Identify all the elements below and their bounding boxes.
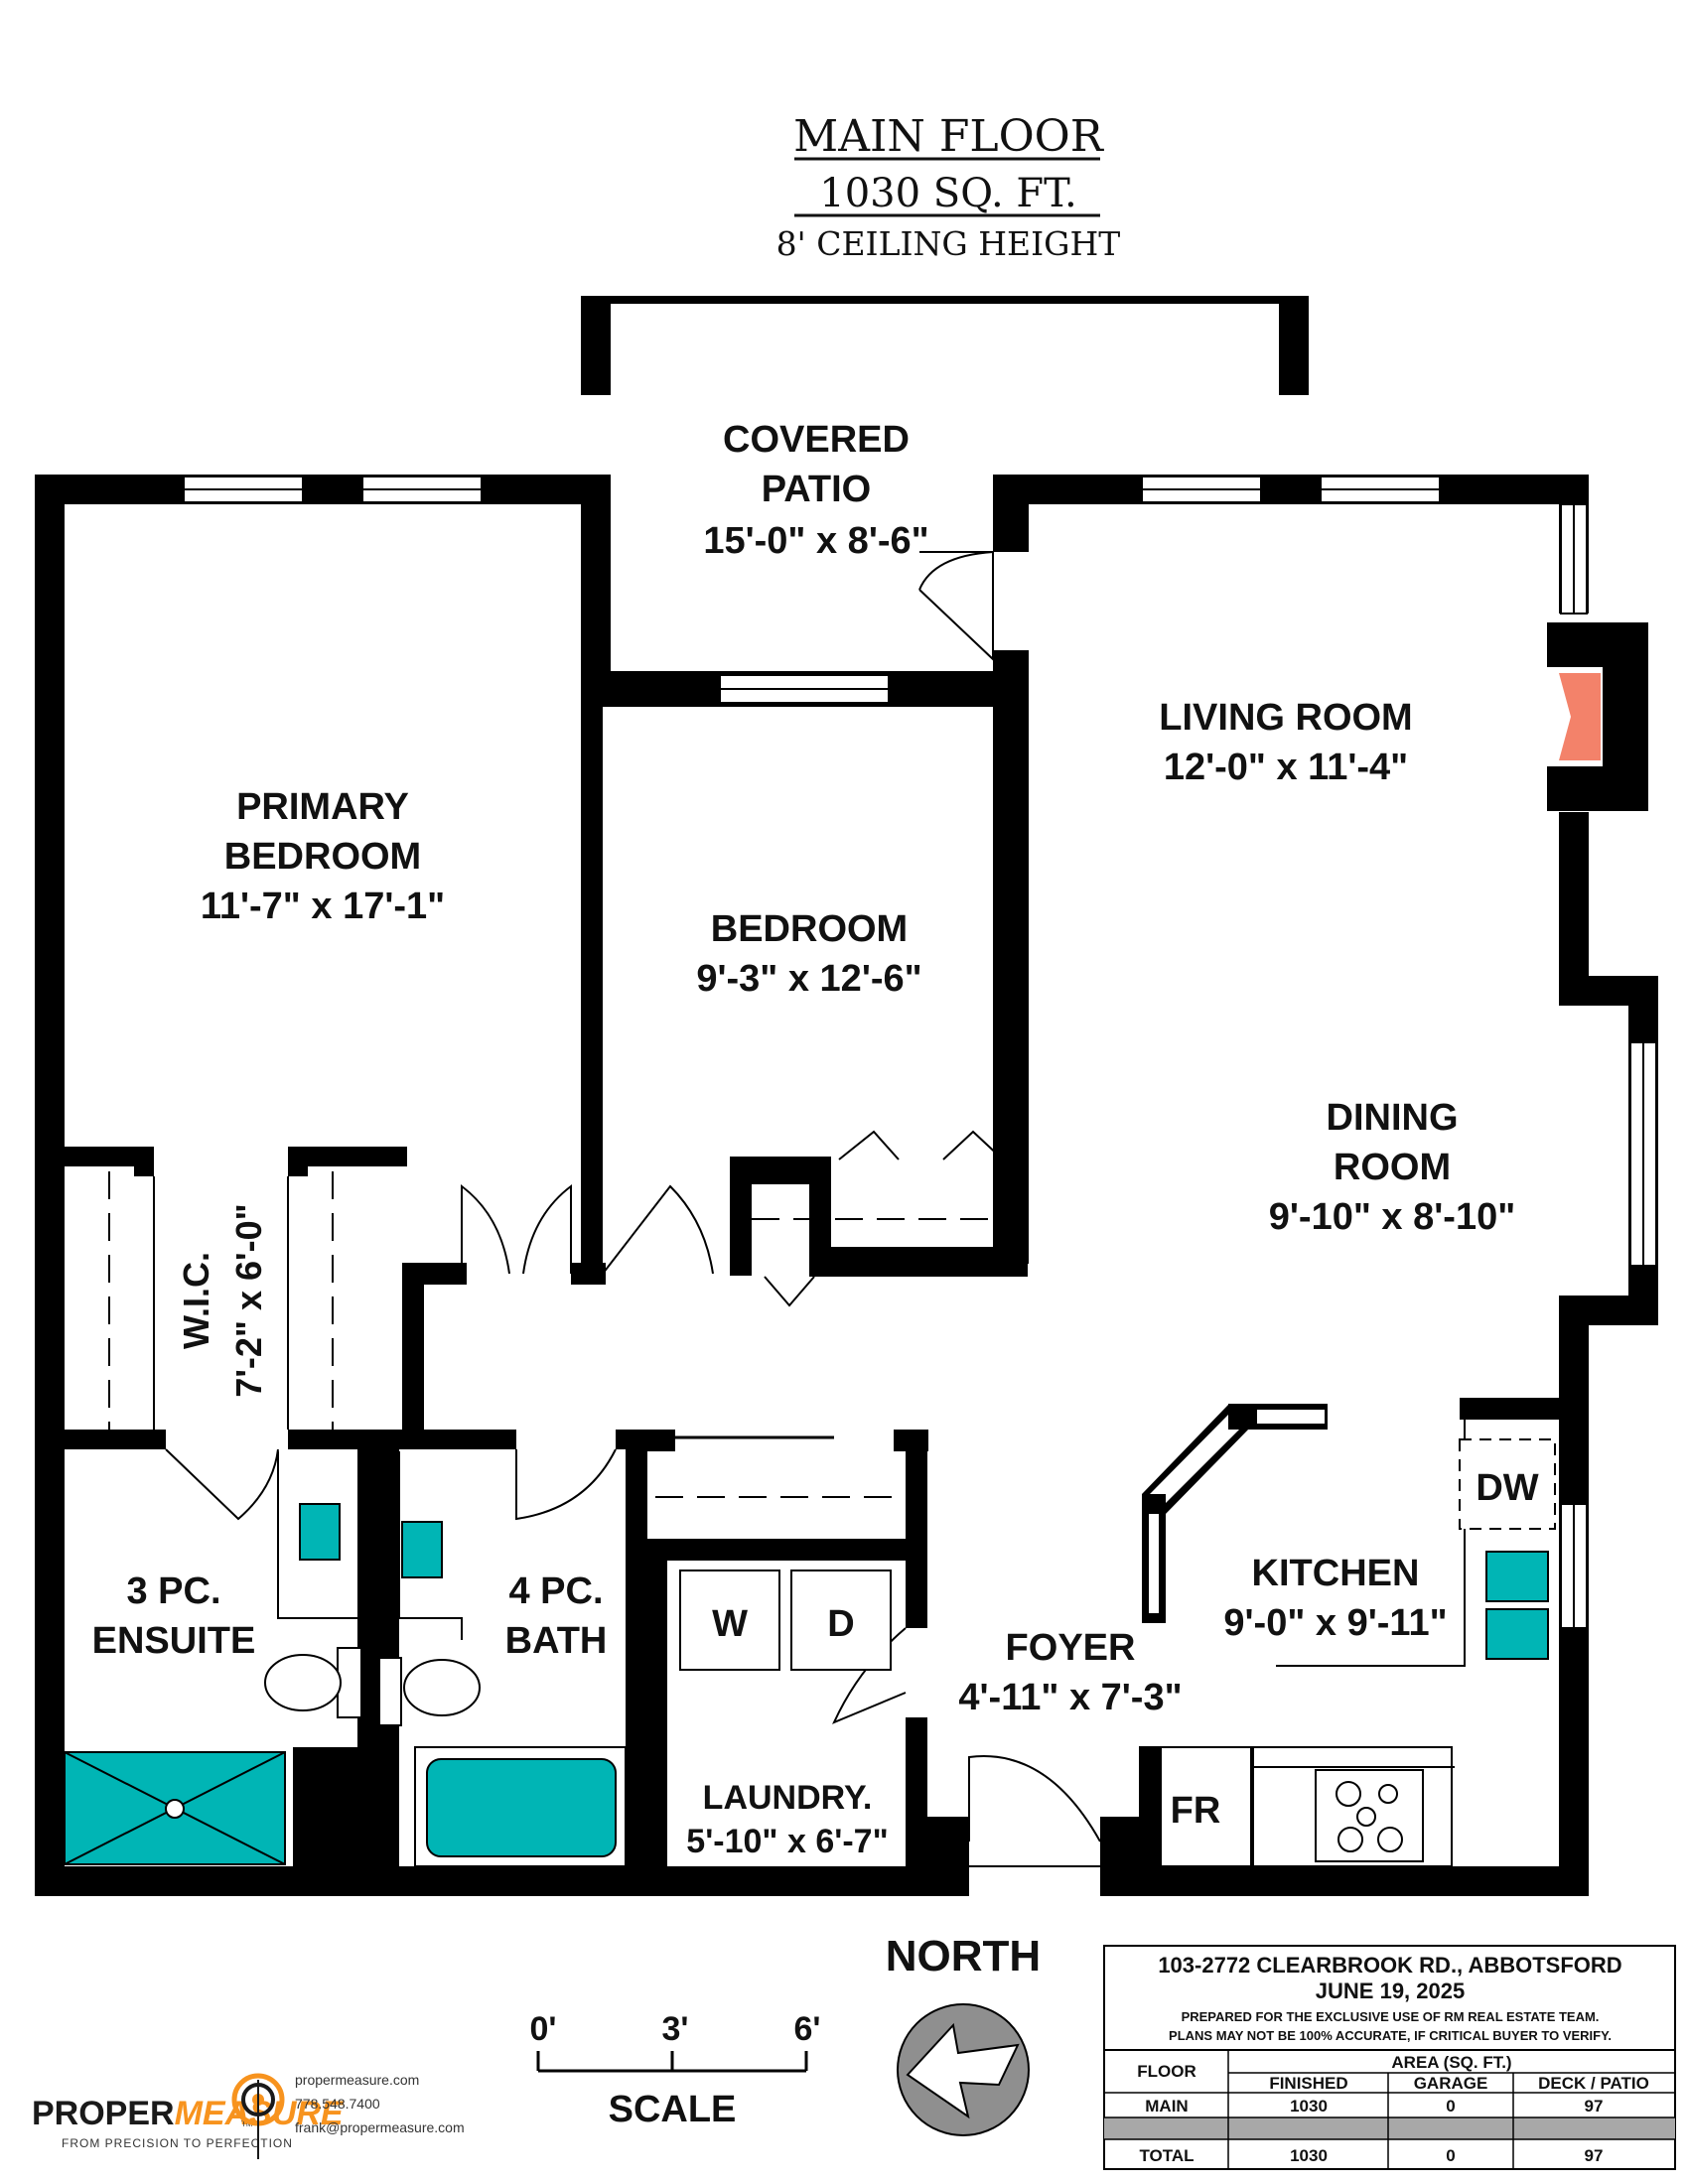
ensuite-door bbox=[165, 1448, 279, 1521]
foyer-label: FOYER bbox=[1006, 1627, 1136, 1669]
foyer-dims: 4'-11" x 7'-3" bbox=[958, 1677, 1182, 1718]
sink-basin-1 bbox=[1485, 1551, 1549, 1602]
laundry-door bbox=[832, 1627, 907, 1724]
foyer-opening bbox=[969, 1842, 1100, 1901]
dining-room-label-2: ROOM bbox=[1334, 1147, 1451, 1188]
north-arrow-icon bbox=[906, 2022, 1020, 2119]
ensuite-label-2: ENSUITE bbox=[92, 1620, 256, 1662]
room-labels: COVERED PATIO 15'-0" x 8'-6" LIVING ROOM… bbox=[92, 419, 1516, 1860]
living-room-dims: 12'-0" x 11'-4" bbox=[1164, 747, 1408, 788]
patio-door-swing bbox=[918, 551, 994, 591]
logo-text-a: PROPER bbox=[32, 2095, 175, 2132]
row-main-finished: 1030 bbox=[1290, 2097, 1328, 2116]
row-total-deck: 97 bbox=[1585, 2146, 1604, 2165]
info-address: 103-2772 CLEARBROOK RD., ABBOTSFORD bbox=[1158, 1953, 1621, 1978]
row-total-finished: 1030 bbox=[1290, 2146, 1328, 2165]
scale-label: SCALE bbox=[609, 2089, 737, 2130]
ensuite-label-1: 3 PC. bbox=[126, 1570, 220, 1612]
info-note-1: PREPARED FOR THE EXCLUSIVE USE OF RM REA… bbox=[1182, 2009, 1600, 2024]
washer bbox=[679, 1570, 780, 1671]
covered-patio-dims: 15'-0" x 8'-6" bbox=[703, 520, 928, 562]
branding: PROPERMEASURE TM FROM PRECISION TO PERFE… bbox=[32, 2072, 465, 2159]
bedroom-label: BEDROOM bbox=[711, 908, 908, 950]
info-date: JUNE 19, 2025 bbox=[1316, 1979, 1465, 2003]
bath-label-2: BATH bbox=[505, 1620, 608, 1662]
stove bbox=[1315, 1769, 1424, 1862]
bath-label-1: 4 PC. bbox=[508, 1570, 603, 1612]
bedroom-dims: 9'-3" x 12'-6" bbox=[696, 958, 921, 1000]
row-main-floor: MAIN bbox=[1145, 2097, 1188, 2116]
scale-tick-6: 6' bbox=[794, 2010, 821, 2048]
sink-basin-2 bbox=[1485, 1608, 1549, 1660]
scale-tick-3: 3' bbox=[662, 2010, 689, 2048]
bath-sink bbox=[401, 1521, 443, 1578]
dishwasher bbox=[1459, 1438, 1556, 1530]
target-logo-icon bbox=[231, 2073, 285, 2159]
dining-room-label-1: DINING bbox=[1327, 1097, 1459, 1139]
living-room-label: LIVING ROOM bbox=[1159, 697, 1412, 739]
primary-bedroom-dims: 11'-7" x 17'-1" bbox=[201, 886, 445, 927]
covered-patio-label-1: COVERED bbox=[723, 419, 910, 461]
ensuite-sink bbox=[299, 1503, 341, 1561]
kitchen-peninsula bbox=[1142, 1404, 1328, 1623]
primary-bedroom-label-2: BEDROOM bbox=[224, 836, 421, 878]
front-door bbox=[968, 1755, 1101, 1843]
branding-email: frank@propermeasure.com bbox=[295, 2119, 465, 2135]
col-floor: FLOOR bbox=[1137, 2062, 1196, 2081]
kitchen-dims: 9'-0" x 9'-11" bbox=[1223, 1602, 1447, 1644]
branding-phone: 778.548.7400 bbox=[295, 2096, 380, 2112]
row-total-floor: TOTAL bbox=[1139, 2146, 1194, 2165]
doors bbox=[108, 551, 1101, 1843]
info-note-2: PLANS MAY NOT BE 100% ACCURATE, IF CRITI… bbox=[1169, 2028, 1612, 2043]
fridge-label: FR bbox=[1171, 1790, 1221, 1832]
area-header: AREA (SQ. FT.) bbox=[1391, 2053, 1511, 2072]
patio-door bbox=[918, 551, 994, 662]
plan-title: MAIN FLOOR bbox=[793, 111, 1105, 162]
laundry-label: LAUNDRY. bbox=[703, 1779, 873, 1817]
col-garage: GARAGE bbox=[1414, 2074, 1488, 2093]
row-total-garage: 0 bbox=[1446, 2146, 1455, 2165]
info-table: 103-2772 CLEARBROOK RD., ABBOTSFORD JUNE… bbox=[1103, 1945, 1676, 2170]
bath-door bbox=[515, 1448, 617, 1521]
col-deck: DECK / PATIO bbox=[1538, 2074, 1649, 2093]
compass: NORTH bbox=[886, 1932, 1041, 2136]
dryer-label: D bbox=[827, 1603, 854, 1645]
bedroom-door bbox=[602, 1184, 714, 1275]
branding-website: propermeasure.com bbox=[295, 2072, 419, 2088]
dryer bbox=[790, 1570, 892, 1671]
primary-bedroom-door-2 bbox=[522, 1183, 572, 1275]
scale-tick-0: 0' bbox=[530, 2010, 557, 2048]
plan-area: 1030 SQ. FT. bbox=[819, 171, 1076, 216]
dishwasher-label: DW bbox=[1476, 1467, 1538, 1509]
closet-bifold-doors bbox=[838, 1130, 1004, 1160]
wic-label: W.I.C. bbox=[176, 1252, 216, 1349]
kitchen-label: KITCHEN bbox=[1252, 1553, 1420, 1594]
wic-dims: 7'-2" x 6'-0" bbox=[228, 1203, 269, 1397]
primary-bedroom-door bbox=[461, 1183, 510, 1275]
walls bbox=[35, 296, 1658, 1896]
row-main-deck: 97 bbox=[1585, 2097, 1604, 2116]
north-label: NORTH bbox=[886, 1932, 1041, 1980]
logo-tm: TM bbox=[241, 2119, 253, 2128]
plan-ceiling: 8' CEILING HEIGHT bbox=[776, 224, 1121, 263]
linen-door bbox=[764, 1276, 815, 1307]
washer-label: W bbox=[712, 1603, 748, 1645]
row-main-garage: 0 bbox=[1446, 2097, 1455, 2116]
col-finished: FINISHED bbox=[1269, 2074, 1347, 2093]
primary-bedroom-label-1: PRIMARY bbox=[236, 786, 409, 828]
logo-tagline: FROM PRECISION TO PERFECTION bbox=[62, 2136, 293, 2150]
scale-bar: 0' 3' 6' SCALE bbox=[530, 2010, 821, 2130]
bath-toilet-bowl bbox=[403, 1659, 481, 1716]
laundry-dims: 5'-10" x 6'-7" bbox=[686, 1823, 888, 1860]
bath-fixtures bbox=[64, 1451, 627, 1867]
dining-room-dims: 9'-10" x 8'-10" bbox=[1269, 1196, 1515, 1238]
bath-toilet-tank bbox=[378, 1657, 402, 1726]
covered-patio-label-2: PATIO bbox=[762, 469, 871, 510]
fireplace bbox=[1547, 622, 1648, 811]
windows bbox=[183, 476, 1657, 1629]
ensuite-toilet-bowl bbox=[264, 1654, 342, 1711]
